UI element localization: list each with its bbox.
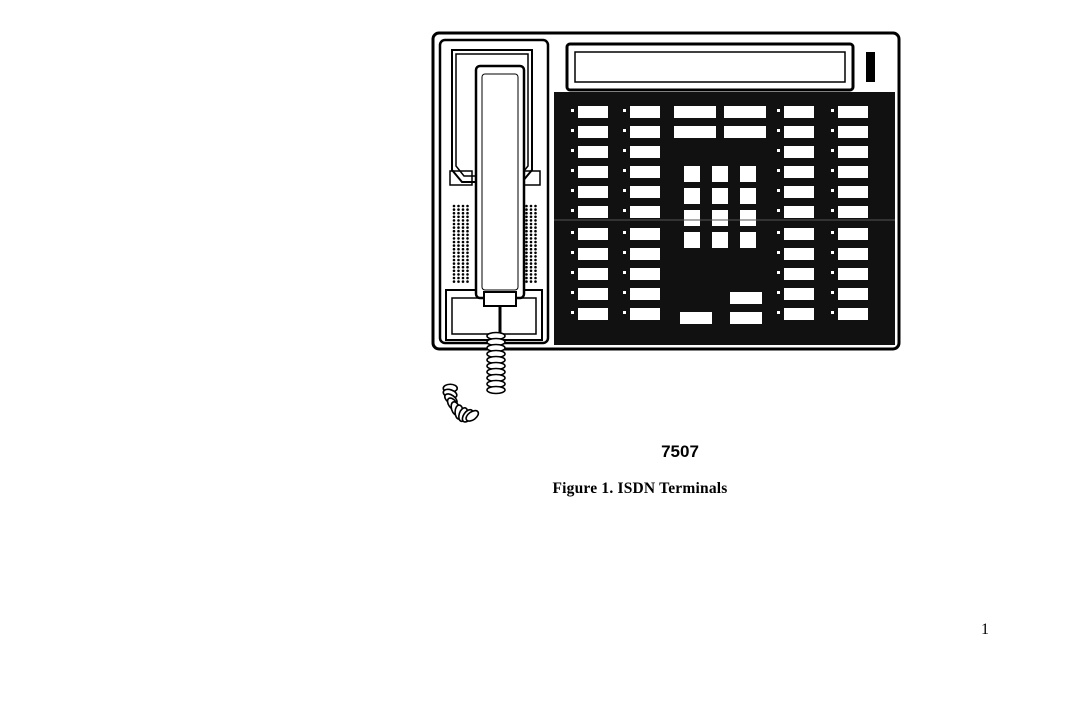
button-keys — [554, 106, 895, 324]
figure-caption: Figure 1. ISDN Terminals — [552, 480, 728, 497]
speaker-grille-left — [452, 204, 469, 283]
handset[interactable] — [474, 64, 526, 300]
model-label: 7507 — [661, 442, 699, 461]
isdn-telephone-illustration — [431, 31, 901, 423]
page-number: 1 — [981, 621, 989, 638]
display-window — [565, 42, 855, 92]
coiled-cord — [442, 306, 506, 423]
